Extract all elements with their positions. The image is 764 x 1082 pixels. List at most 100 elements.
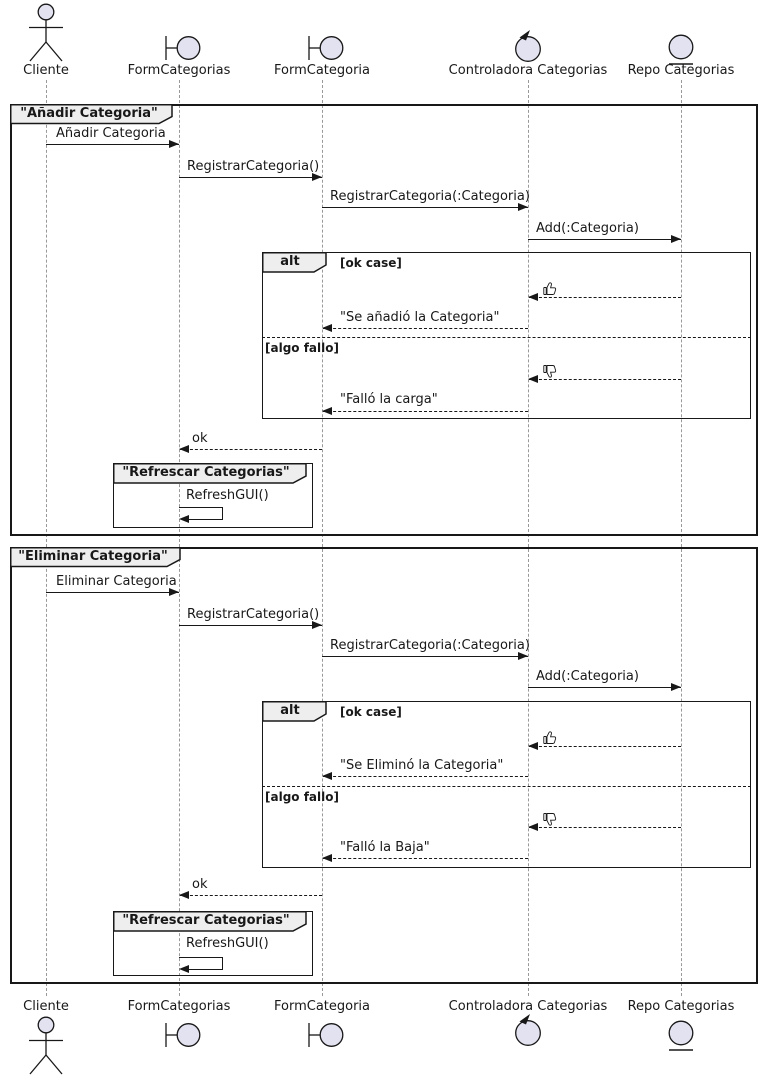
guard-ok-label: [ok case] <box>340 256 402 270</box>
entity-icon <box>668 34 694 65</box>
message-label: Add(:Categoria) <box>536 221 639 236</box>
alt-operator-label: alt <box>280 703 300 718</box>
message-label: Eliminar Categoria <box>56 574 177 589</box>
message-line <box>179 177 322 178</box>
alt-divider <box>262 786 751 787</box>
thumbs-down-icon <box>543 365 557 378</box>
guard-fail-label: [algo fallo] <box>265 790 339 804</box>
self-message-line <box>179 507 223 508</box>
entity-icon <box>668 1020 694 1051</box>
return-line <box>529 379 681 380</box>
self-message-line <box>222 507 223 519</box>
message-label: "Se Eliminó la Categoria" <box>340 758 504 773</box>
alt-operator-tab <box>262 252 327 273</box>
message-label: RegistrarCategoria(:Categoria) <box>330 638 530 653</box>
return-line <box>529 827 681 828</box>
arrowhead <box>528 742 538 750</box>
arrowhead <box>322 407 332 415</box>
thumbs-up-icon <box>543 282 557 295</box>
boundary-icon <box>165 1023 201 1047</box>
message-label: ok <box>192 877 208 892</box>
lifeline-repo <box>680 80 682 996</box>
ref-title: "Refrescar Categorias" <box>122 465 290 480</box>
arrowhead <box>312 173 322 181</box>
actor-icon <box>29 3 63 62</box>
lifeline-formcategoria <box>321 80 323 996</box>
arrowhead <box>179 965 189 973</box>
ref-title: "Refrescar Categorias" <box>122 913 290 928</box>
control-icon <box>515 1014 541 1046</box>
participant-label-repo: Repo Categorias <box>627 999 735 1014</box>
arrowhead <box>322 854 332 862</box>
lifeline-controladora <box>527 80 529 996</box>
return-line <box>180 895 322 896</box>
frame-title-tab <box>10 104 173 125</box>
arrowhead <box>179 891 189 899</box>
arrowhead <box>322 772 332 780</box>
participant-label-controladora: Controladora Categorias <box>448 63 608 78</box>
frame-anadir-categoria <box>10 104 758 536</box>
self-message-line <box>189 519 223 520</box>
control-icon <box>515 30 541 62</box>
lifeline-formcategorias <box>178 80 180 996</box>
arrowhead <box>179 515 189 523</box>
participant-label-formcategoria: FormCategoria <box>273 999 371 1014</box>
message-line <box>528 239 681 240</box>
arrowhead <box>528 823 538 831</box>
alt-operator-label: alt <box>280 254 300 269</box>
arrowhead <box>528 375 538 383</box>
actor-icon <box>29 1016 63 1075</box>
message-line <box>322 207 528 208</box>
arrowhead <box>518 652 528 660</box>
boundary-icon <box>165 36 201 60</box>
frame-eliminar-categoria <box>10 547 758 984</box>
message-label: "Falló la carga" <box>340 392 438 407</box>
participant-label-controladora: Controladora Categorias <box>448 999 608 1014</box>
alt-fragment <box>262 701 751 868</box>
message-line <box>46 592 179 593</box>
arrowhead <box>169 140 179 148</box>
ref-title-tab <box>113 463 307 484</box>
thumbs-up-icon <box>543 731 557 744</box>
message-label: ok <box>192 431 208 446</box>
return-line <box>180 449 322 450</box>
participant-label-formcategoria: FormCategoria <box>273 63 371 78</box>
participant-label-repo: Repo Categorias <box>627 63 735 78</box>
lifeline-cliente <box>45 80 47 996</box>
return-line <box>323 328 528 329</box>
participant-label-formcategorias: FormCategorias <box>127 63 231 78</box>
message-label: RegistrarCategoria(:Categoria) <box>330 189 530 204</box>
guard-fail-label: [algo fallo] <box>265 341 339 355</box>
message-line <box>528 687 681 688</box>
arrowhead <box>671 235 681 243</box>
arrowhead <box>169 588 179 596</box>
message-line <box>322 656 528 657</box>
participant-label-cliente: Cliente <box>23 999 69 1014</box>
boundary-icon <box>308 36 344 60</box>
ref-title-tab <box>113 911 307 932</box>
arrowhead <box>179 445 189 453</box>
frame-title-tab <box>10 547 181 568</box>
message-label: Add(:Categoria) <box>536 669 639 684</box>
self-message-line <box>189 969 223 970</box>
self-message-line <box>179 957 223 958</box>
arrowhead <box>322 324 332 332</box>
frame-title: "Añadir Categoria" <box>20 106 158 121</box>
message-label: Añadir Categoria <box>56 126 166 141</box>
self-message-line <box>222 957 223 969</box>
message-label: RegistrarCategoria() <box>187 159 320 174</box>
message-line <box>179 625 322 626</box>
frame-title: "Eliminar Categoria" <box>18 549 168 564</box>
arrowhead <box>671 683 681 691</box>
alt-operator-tab <box>262 701 327 722</box>
guard-ok-label: [ok case] <box>340 705 402 719</box>
message-label: "Falló la Baja" <box>340 840 430 855</box>
message-label: "Se añadió la Categoria" <box>340 310 500 325</box>
arrowhead <box>528 293 538 301</box>
return-line <box>529 746 681 747</box>
arrowhead <box>312 621 322 629</box>
message-label: RegistrarCategoria() <box>187 607 320 622</box>
message-label: RefreshGUI() <box>186 488 269 503</box>
thumbs-down-icon <box>543 813 557 826</box>
